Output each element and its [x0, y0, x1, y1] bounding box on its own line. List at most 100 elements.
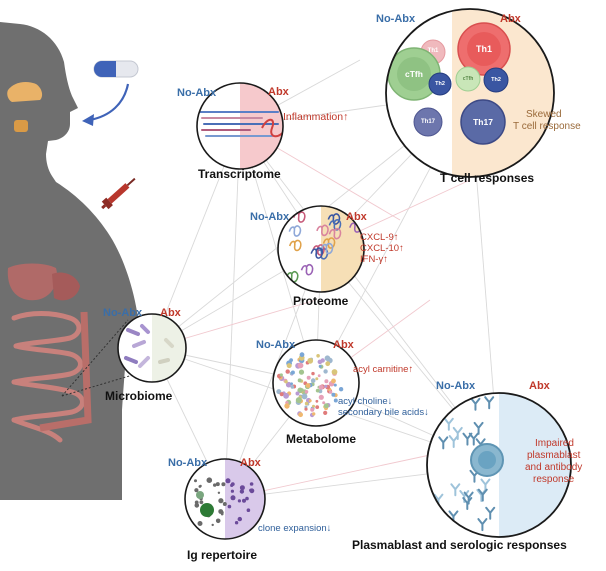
metabolite-dot — [310, 378, 316, 383]
metabolite-dot — [307, 357, 314, 364]
metabolite-dot — [315, 388, 320, 393]
arrow-icon — [82, 83, 130, 126]
metabolite-dot — [297, 362, 304, 369]
cell-th1-small: Th1 — [427, 48, 439, 54]
clone-dot — [194, 488, 199, 493]
metabolome-node — [272, 339, 360, 427]
clone-dot — [194, 479, 197, 483]
clone-dot — [225, 478, 231, 484]
metabolite-dot — [315, 399, 319, 403]
antibody-glyph — [462, 497, 473, 511]
clone-dot — [230, 489, 234, 493]
protein-glyph — [322, 237, 336, 249]
clone-dot — [245, 496, 249, 501]
clone-dot — [230, 483, 234, 487]
transcriptome-abx-label: Abx — [268, 86, 289, 98]
antibody-glyph — [448, 435, 459, 449]
metabolome-noabx-label: No-Abx — [256, 339, 296, 351]
antibody-glyph — [473, 421, 484, 435]
transcriptome-noabx-label: No-Abx — [177, 87, 217, 99]
microbiome-node — [117, 313, 187, 383]
clone-dot — [242, 498, 246, 503]
metabolite-dot — [316, 354, 320, 358]
metabolite-dot — [284, 403, 290, 409]
metabolite-dot — [311, 371, 315, 376]
antibody-glyph — [480, 478, 491, 492]
protein-glyph — [315, 248, 329, 260]
protein-glyph — [288, 225, 302, 237]
clone-dot — [197, 521, 203, 526]
clone-dot — [215, 518, 221, 524]
protein-glyph — [327, 213, 341, 225]
tcell-abx-label: Abx — [500, 13, 521, 25]
metabolome-annotation-up: acyl carnitine↑ — [353, 364, 414, 375]
cell-ctfh-small: cTfh — [462, 76, 474, 82]
ig-annotation: clone expansion↓ — [258, 523, 332, 534]
metabolite-dot — [328, 390, 333, 394]
metabolite-dot — [290, 370, 295, 375]
metabolite-dot — [298, 369, 305, 375]
clone-dot — [227, 504, 232, 509]
proteome-abx-label: Abx — [346, 211, 367, 223]
clone-dot — [218, 498, 224, 504]
protein-glyph — [312, 244, 325, 256]
clone-dot — [239, 485, 245, 491]
cell-ctfh: cTfh — [405, 69, 423, 79]
clone-dot — [194, 503, 200, 508]
clone-dot — [249, 482, 254, 486]
cell-th1-large: Th1 — [475, 44, 492, 54]
metabolite-dot — [306, 375, 311, 380]
metabolite-dot — [322, 401, 326, 405]
microbiome-title: Microbiome — [105, 389, 173, 403]
proteome-annotation-1: CXCL-9↑ — [360, 232, 399, 243]
proteome-annotation-2: CXCL-10↑ — [360, 243, 404, 254]
proteome-title: Proteome — [293, 294, 349, 308]
metabolite-dot — [297, 378, 302, 383]
antibody-glyph — [462, 432, 473, 446]
clone-dot — [213, 483, 217, 487]
plasmablast-title: Plasmablast and serologic responses — [352, 538, 567, 552]
cell-th2-right: Th2 — [491, 77, 501, 83]
clone-dot — [222, 502, 227, 506]
tcell-title: T cell responses — [440, 171, 535, 185]
antibody-glyph — [450, 483, 461, 497]
metabolite-dot — [290, 385, 295, 389]
metabolite-dot — [283, 392, 289, 399]
protein-glyph — [320, 242, 334, 255]
metabolite-dot — [323, 369, 328, 374]
cell-th2-left: Th2 — [435, 81, 445, 87]
microbiome-abx-label: Abx — [160, 307, 181, 319]
antibody-glyph — [470, 397, 481, 411]
tcell-annotation-line-1: Skewed — [526, 109, 562, 120]
metabolite-dot — [298, 412, 303, 418]
ig-abx-label: Abx — [240, 457, 261, 469]
clone-dot — [237, 516, 242, 522]
cell-th17-large: Th17 — [473, 117, 493, 127]
clone-dot — [221, 482, 226, 487]
protein-glyph — [300, 263, 314, 276]
clone-dot — [234, 521, 239, 525]
metabolite-dot — [295, 397, 302, 404]
metabolite-dot — [315, 377, 319, 381]
cell-th17-small: Th17 — [420, 119, 435, 125]
metabolite-dot — [308, 399, 312, 403]
clone-dot — [218, 509, 224, 514]
metabolite-dot — [312, 404, 315, 408]
transcriptome-node — [196, 82, 284, 170]
ig-node — [184, 458, 266, 540]
metabolite-dot — [279, 373, 283, 377]
metabolite-dot — [317, 359, 323, 365]
clone-dot — [211, 523, 214, 527]
antibody-glyph — [443, 417, 454, 431]
metabolome-title: Metabolome — [286, 432, 357, 446]
protein-glyph — [310, 247, 324, 259]
metabolite-dot — [324, 355, 331, 362]
metabolite-dot — [285, 369, 290, 374]
metabolite-dot — [318, 394, 324, 400]
protein-glyph — [316, 224, 329, 237]
plasmablast-annotation-line-2: plasmablast — [527, 450, 581, 461]
metabolite-dot — [331, 392, 336, 397]
metabolite-dot — [295, 391, 300, 396]
metabolite-dot — [323, 410, 328, 415]
